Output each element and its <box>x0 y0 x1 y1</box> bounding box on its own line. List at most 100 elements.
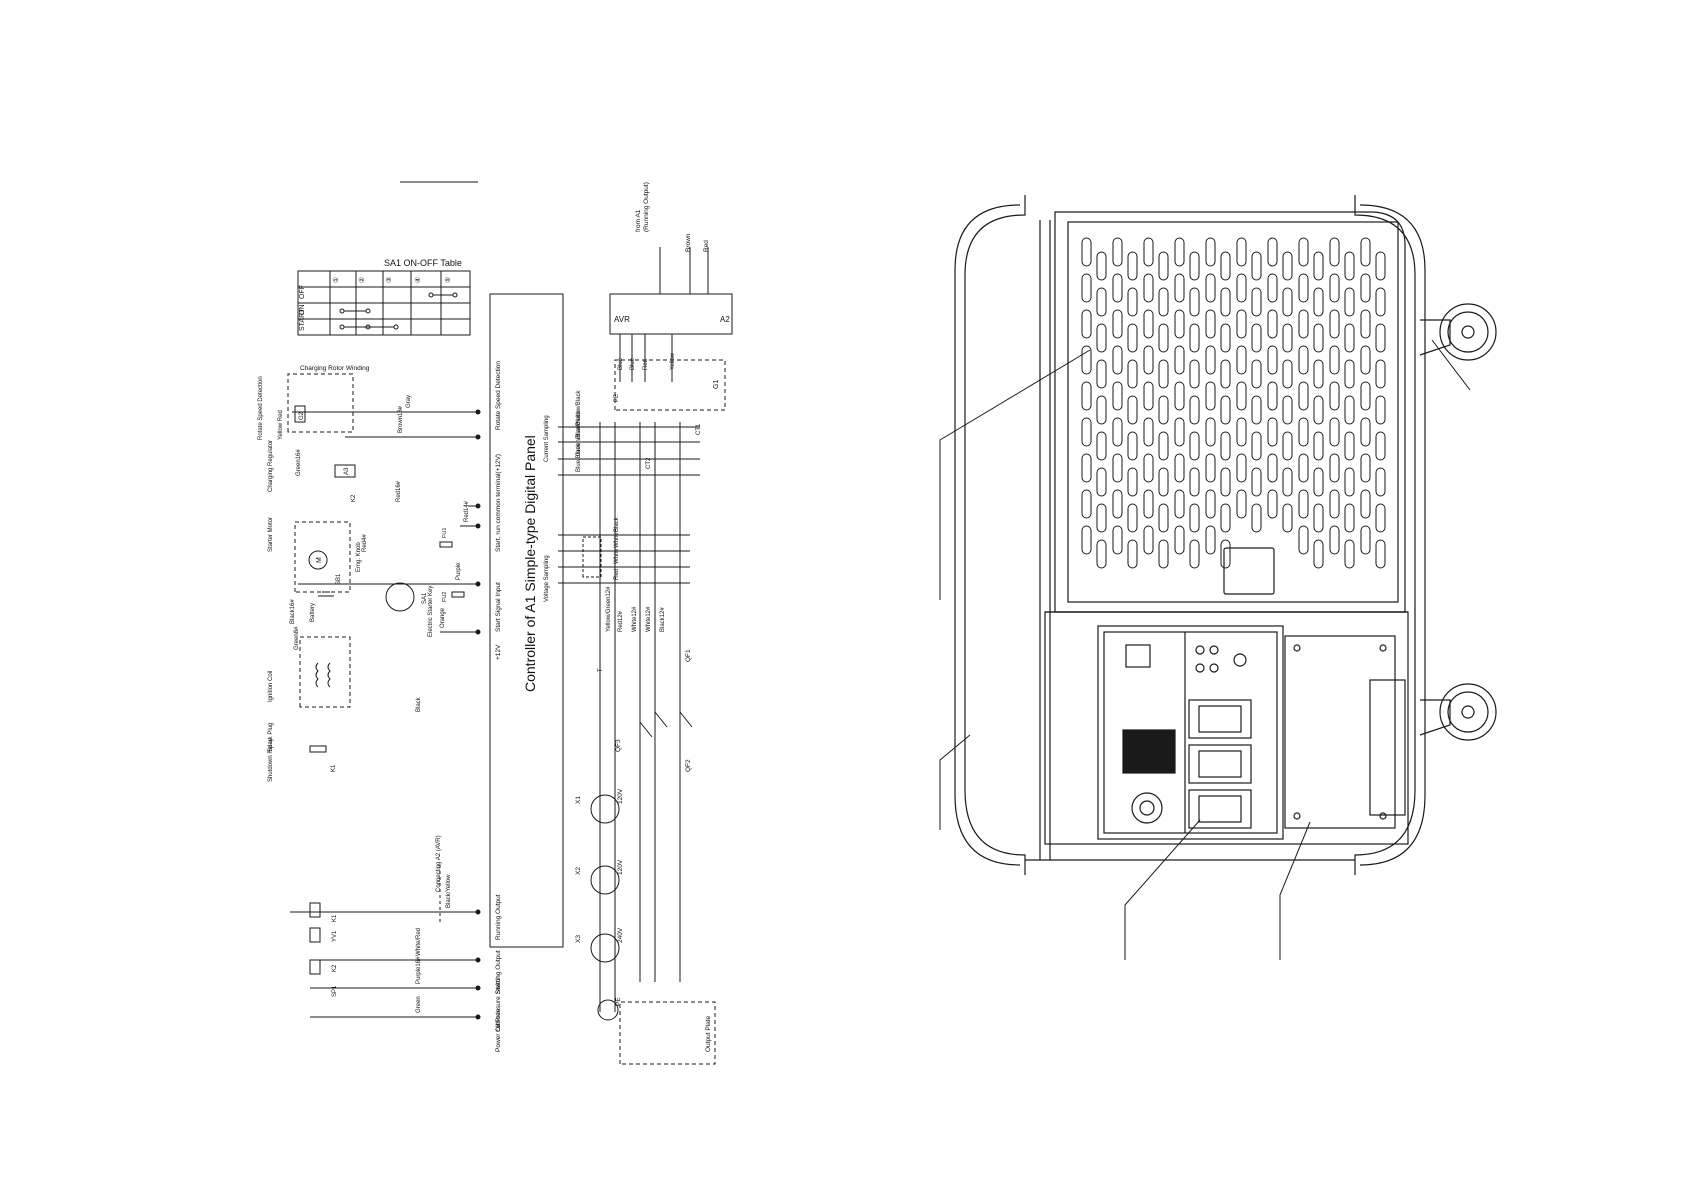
louver-slot <box>1220 431 1231 461</box>
louver-slot <box>1158 287 1169 317</box>
label-ct2: CT2 <box>646 457 652 469</box>
louver-slot <box>1081 489 1092 519</box>
label-a3: A3 <box>344 467 350 475</box>
louver-slot <box>1081 237 1092 267</box>
louver-slot <box>1205 273 1216 303</box>
louver-slot <box>1282 431 1293 461</box>
wire-black16: Black16# <box>290 599 296 624</box>
control-panel <box>1097 625 1284 840</box>
louver-slot <box>1329 489 1340 519</box>
label-m: M <box>316 557 323 563</box>
louver-slot <box>1143 417 1154 447</box>
louver-slot <box>1267 417 1278 447</box>
label-rotate-speed: Rotate Speed Detection <box>495 361 502 430</box>
louver-slot <box>1267 489 1278 519</box>
louver-slot <box>1096 539 1107 569</box>
label-g2: G2 <box>299 411 305 420</box>
louver-slot <box>1096 503 1107 533</box>
louver-slot <box>1267 237 1278 267</box>
louver-slot <box>1189 359 1200 389</box>
label-k2-lower: K2 <box>332 964 338 972</box>
louver-slot <box>1298 309 1309 339</box>
louver-slot <box>1282 287 1293 317</box>
louver-slot <box>1251 287 1262 317</box>
label-start-common: Start, run common terminal(+12V) <box>495 454 502 552</box>
louver-slot <box>1313 323 1324 353</box>
label-k1-lower: K1 <box>332 914 338 922</box>
louver-slot <box>1205 237 1216 267</box>
louver-slot <box>1127 287 1138 317</box>
label-running-output: Running Output <box>495 894 502 940</box>
louver-slot <box>1282 467 1293 497</box>
louver-slot <box>1189 431 1200 461</box>
label-shutdown-relay: Shutdown Relay <box>268 738 274 782</box>
louver-slot <box>1174 489 1185 519</box>
louver-slot <box>1375 467 1386 497</box>
louver-slot <box>1360 237 1371 267</box>
louver-slot <box>1267 273 1278 303</box>
louver-slot <box>1251 467 1262 497</box>
louver-slot <box>1127 359 1138 389</box>
louver-slot <box>1251 323 1262 353</box>
wire-red16: Red16# <box>396 480 402 502</box>
louver-slot <box>1298 525 1309 555</box>
output-x2-id: X2 <box>575 867 582 875</box>
louver-slot <box>1081 309 1092 339</box>
label-voltage-sampling: Voltage Sampling <box>544 555 550 602</box>
louver-slot <box>1127 467 1138 497</box>
label-output-plate: Output Plate <box>705 1015 712 1052</box>
louver-slot <box>1344 287 1355 317</box>
louver-slot <box>1205 453 1216 483</box>
louver-slot <box>1344 467 1355 497</box>
louver-slot <box>1236 345 1247 375</box>
louver-slot <box>1329 237 1340 267</box>
g1-box <box>614 359 726 411</box>
label-plus12v: +12V <box>495 644 502 660</box>
label-emg-knob: Emg. Knob <box>356 542 362 572</box>
generator-front-view <box>939 195 1497 960</box>
louver-slot <box>1205 417 1216 447</box>
louver-slot <box>1251 503 1262 533</box>
table-row-on: ON <box>299 305 306 316</box>
louver-slot <box>1360 525 1371 555</box>
louver-slot <box>1174 273 1185 303</box>
louver-slot <box>1174 345 1185 375</box>
louver-slot <box>1174 381 1185 411</box>
label-t: T <box>598 668 604 672</box>
louver-slot <box>1174 417 1185 447</box>
wire-black-yellow: Black/Yellow <box>446 874 452 908</box>
louver-slot <box>1112 237 1123 267</box>
louver-slot <box>1081 525 1092 555</box>
table-title: SA1 ON-OFF Table <box>384 258 462 268</box>
avr-brown: Brown <box>685 233 692 252</box>
louver-slot <box>1189 395 1200 425</box>
wire-white12-a: White12# <box>646 606 652 632</box>
label-fu1: FU1 <box>442 528 448 538</box>
louver-slot <box>1112 417 1123 447</box>
ventilation-louvers <box>1081 237 1386 569</box>
louver-slot <box>1096 323 1107 353</box>
label-k2: K2 <box>351 494 357 502</box>
louver-slot <box>1282 251 1293 281</box>
table-row-off: OFF <box>299 285 306 299</box>
louver-slot <box>1298 417 1309 447</box>
louver-slot <box>1313 287 1324 317</box>
louver-slot <box>1081 417 1092 447</box>
louver-slot <box>1313 503 1324 533</box>
louver-slot <box>1360 273 1371 303</box>
wire-yellow-black: Yellow/Black <box>576 390 582 424</box>
pe-label-bottom: PE <box>615 997 622 1006</box>
louver-slot <box>1189 503 1200 533</box>
label-ignition-coil: Ignition Coil <box>268 671 274 702</box>
louver-slot <box>1236 273 1247 303</box>
avr-box <box>609 293 733 335</box>
wire-white-red: White/Red <box>416 928 422 956</box>
avr-id: A2 <box>720 315 730 324</box>
table-col-5: ⑤ <box>444 277 452 283</box>
table-row-start: START <box>299 308 306 331</box>
louver-slot <box>1267 345 1278 375</box>
label-starting-output: Starting Output <box>495 950 502 994</box>
louver-slot <box>1220 467 1231 497</box>
table-col-4: ④ <box>414 277 422 283</box>
